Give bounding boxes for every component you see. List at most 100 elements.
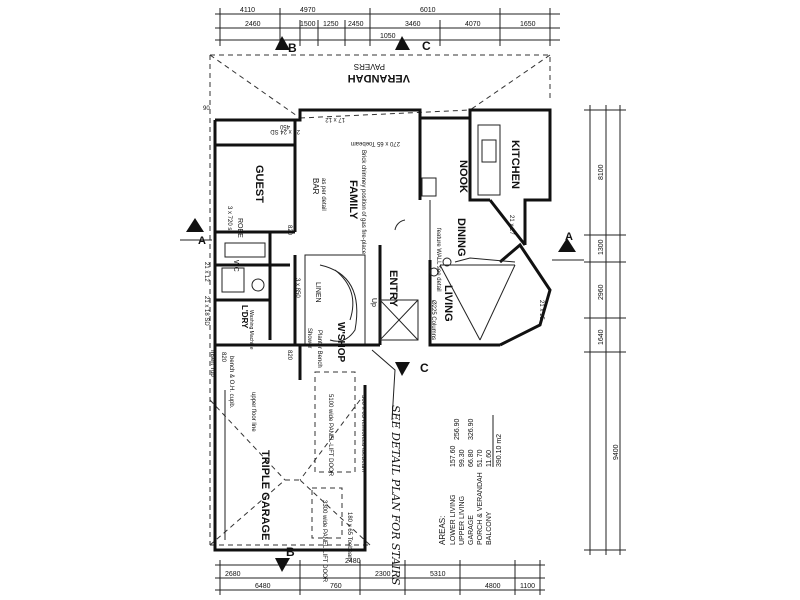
dim-right-3: 2960 <box>598 284 605 300</box>
room-triple-garage: TRIPLE GARAGE <box>259 450 271 540</box>
room-nook: NOOK <box>457 160 469 193</box>
areas-row-1-total: 256.90 <box>454 418 461 440</box>
dim-right-1: 8100 <box>598 164 605 180</box>
dim-top-1: 4110 <box>240 7 255 14</box>
dim-right-2: 1300 <box>598 239 605 255</box>
dim-bottom-2: 6480 <box>255 583 271 590</box>
lintel-2-note: 180 x 65 Toebeam <box>346 512 352 561</box>
top-dimension-strings: 4110 4970 6010 2460 1500 1250 2450 1050 … <box>215 7 560 46</box>
room-pavers: PAVERS <box>354 62 385 71</box>
small-dim-3: 820 <box>220 352 226 363</box>
garage-door-1-note: 5100 wide PANEL-LIFT DOOR <box>327 394 333 477</box>
room-robe: ROBE <box>236 218 243 238</box>
dim-top-10: 4070 <box>465 21 481 28</box>
small-dim-4: 820 <box>286 350 292 361</box>
dim-top-4: 2460 <box>245 21 261 28</box>
upper-floor-line-note: upper floor line <box>250 392 256 432</box>
robe-door-dim: 3 x 720 sl. <box>226 206 232 234</box>
dim-bottom-1: 2480 <box>345 558 361 565</box>
bench-note: bench & O.H. cupb. <box>228 356 234 409</box>
areas-table: AREAS: LOWER LIVING UPPER LIVING GARAGE … <box>438 415 503 545</box>
dim-top-7: 2450 <box>348 21 364 28</box>
dim-top-3: 6010 <box>420 7 436 14</box>
small-dim-10: 21 x 18 SD <box>203 296 209 326</box>
areas-row-4-value: 51.70 <box>477 449 484 467</box>
dim-bottom-3: 2300 <box>375 571 391 578</box>
section-c-mid-marker: C <box>395 361 429 376</box>
room-entry: ENTRY <box>387 270 399 308</box>
room-dining: DINING <box>455 218 467 257</box>
roof-outline <box>209 54 551 546</box>
dim-top-2: 4970 <box>300 7 316 14</box>
room-lndry: L'DRY <box>240 305 249 329</box>
columns-note: Ø225 Columns <box>430 300 436 340</box>
small-dim-2: 820 <box>286 225 292 236</box>
room-bar: BAR <box>311 178 320 195</box>
section-c-mid-label: C <box>420 361 429 375</box>
fireplace-note: Brick chimney position of gas fire-place <box>360 150 366 255</box>
areas-row-3-label: GARAGE <box>468 515 475 545</box>
stair-up-label: Up <box>370 298 377 307</box>
areas-row-5-value: 11.60 <box>486 450 493 467</box>
handwritten-note: SEE DETAIL PLAN FOR STAIRS <box>371 349 402 586</box>
section-c-top-label: C <box>422 39 431 53</box>
room-verandah: VERANDAH <box>348 72 410 84</box>
dim-top-8: 1050 <box>380 33 396 40</box>
room-linen: LINEN <box>314 282 321 303</box>
areas-row-4-label: PORCH & VERANDAH <box>477 472 484 545</box>
small-dim-11: 21 x 24 SD <box>270 128 300 134</box>
areas-row-3-value: 66.80 <box>468 449 475 467</box>
section-b-top-marker: B <box>275 36 297 55</box>
areas-row-2-label: UPPER LIVING <box>459 496 466 545</box>
section-b-bottom-label: B <box>286 545 295 559</box>
bar-note: as per detail <box>320 178 326 211</box>
dim-bottom-8: 2680 <box>225 571 241 578</box>
areas-title: AREAS: <box>438 516 447 545</box>
walls <box>213 108 552 552</box>
room-wc: WC <box>232 260 239 272</box>
section-b-top-label: B <box>288 41 297 55</box>
feature-wall-note: feature WALL see detail <box>435 228 441 292</box>
room-family: FAMILY <box>347 180 359 220</box>
dim-top-6: 1250 <box>323 21 339 28</box>
dim-bottom-6: 1100 <box>520 583 535 590</box>
areas-row-2-value: 99.30 <box>459 449 466 467</box>
section-a-right-label: A <box>565 231 573 243</box>
small-dim-1: 90 <box>203 106 210 112</box>
section-a-left-marker: A <box>180 218 212 247</box>
areas-row-5-label: BALCONY <box>486 511 493 545</box>
stairs-detail-note: SEE DETAIL PLAN FOR STAIRS <box>389 405 402 586</box>
dim-bottom-4: 5310 <box>430 571 446 578</box>
dim-bottom-7: 760 <box>330 583 342 590</box>
small-dim-7: 21 x 12 <box>203 262 209 282</box>
lintel-1-note: 300 x 65 reinforced toeBeam <box>360 395 366 472</box>
areas-row-3-total: 326.90 <box>468 418 475 440</box>
dim-top-11: 1650 <box>520 21 536 28</box>
section-a-left-label: A <box>198 235 206 247</box>
areas-row-1-label: LOWER LIVING <box>450 494 457 545</box>
dim-top-5: 1500 <box>300 21 316 28</box>
small-dim-8: 21 x 15 <box>538 300 544 320</box>
room-living: LIVING <box>442 285 454 322</box>
bottom-dimension-strings: 2480 6480 2300 5310 4800 1100 760 2680 <box>215 558 545 595</box>
planter-note: Planter Bench <box>316 330 322 368</box>
small-dimensions: 90 820 820 820 450 17 x 12 21 x 12 21 x … <box>203 106 544 363</box>
small-dim-6: 17 x 12 <box>325 116 345 122</box>
dim-bottom-5: 4800 <box>485 583 501 590</box>
dim-top-9: 3460 <box>405 21 421 28</box>
small-dim-5: 450 <box>279 123 290 129</box>
section-c-top-marker: C <box>395 36 431 53</box>
small-dim-9: 21 x 27 <box>508 215 514 235</box>
areas-grand-total: 390.10 m2 <box>496 434 503 467</box>
dim-right-4: 1640 <box>598 329 605 345</box>
room-guest: GUEST <box>253 165 265 203</box>
section-markers: A A B B C C <box>180 36 584 572</box>
section-b-bottom-marker: B <box>275 545 295 572</box>
lintel-3-note: 270 x 65 Toebeam <box>351 140 400 146</box>
washing-machine-note: Washing Machine <box>248 310 254 350</box>
entry-door-dim: 3 x 850 <box>294 278 300 298</box>
section-a-right-marker: A <box>552 231 584 261</box>
shower-note: Shower <box>306 328 312 348</box>
areas-row-1-value: 157.60 <box>450 445 457 467</box>
